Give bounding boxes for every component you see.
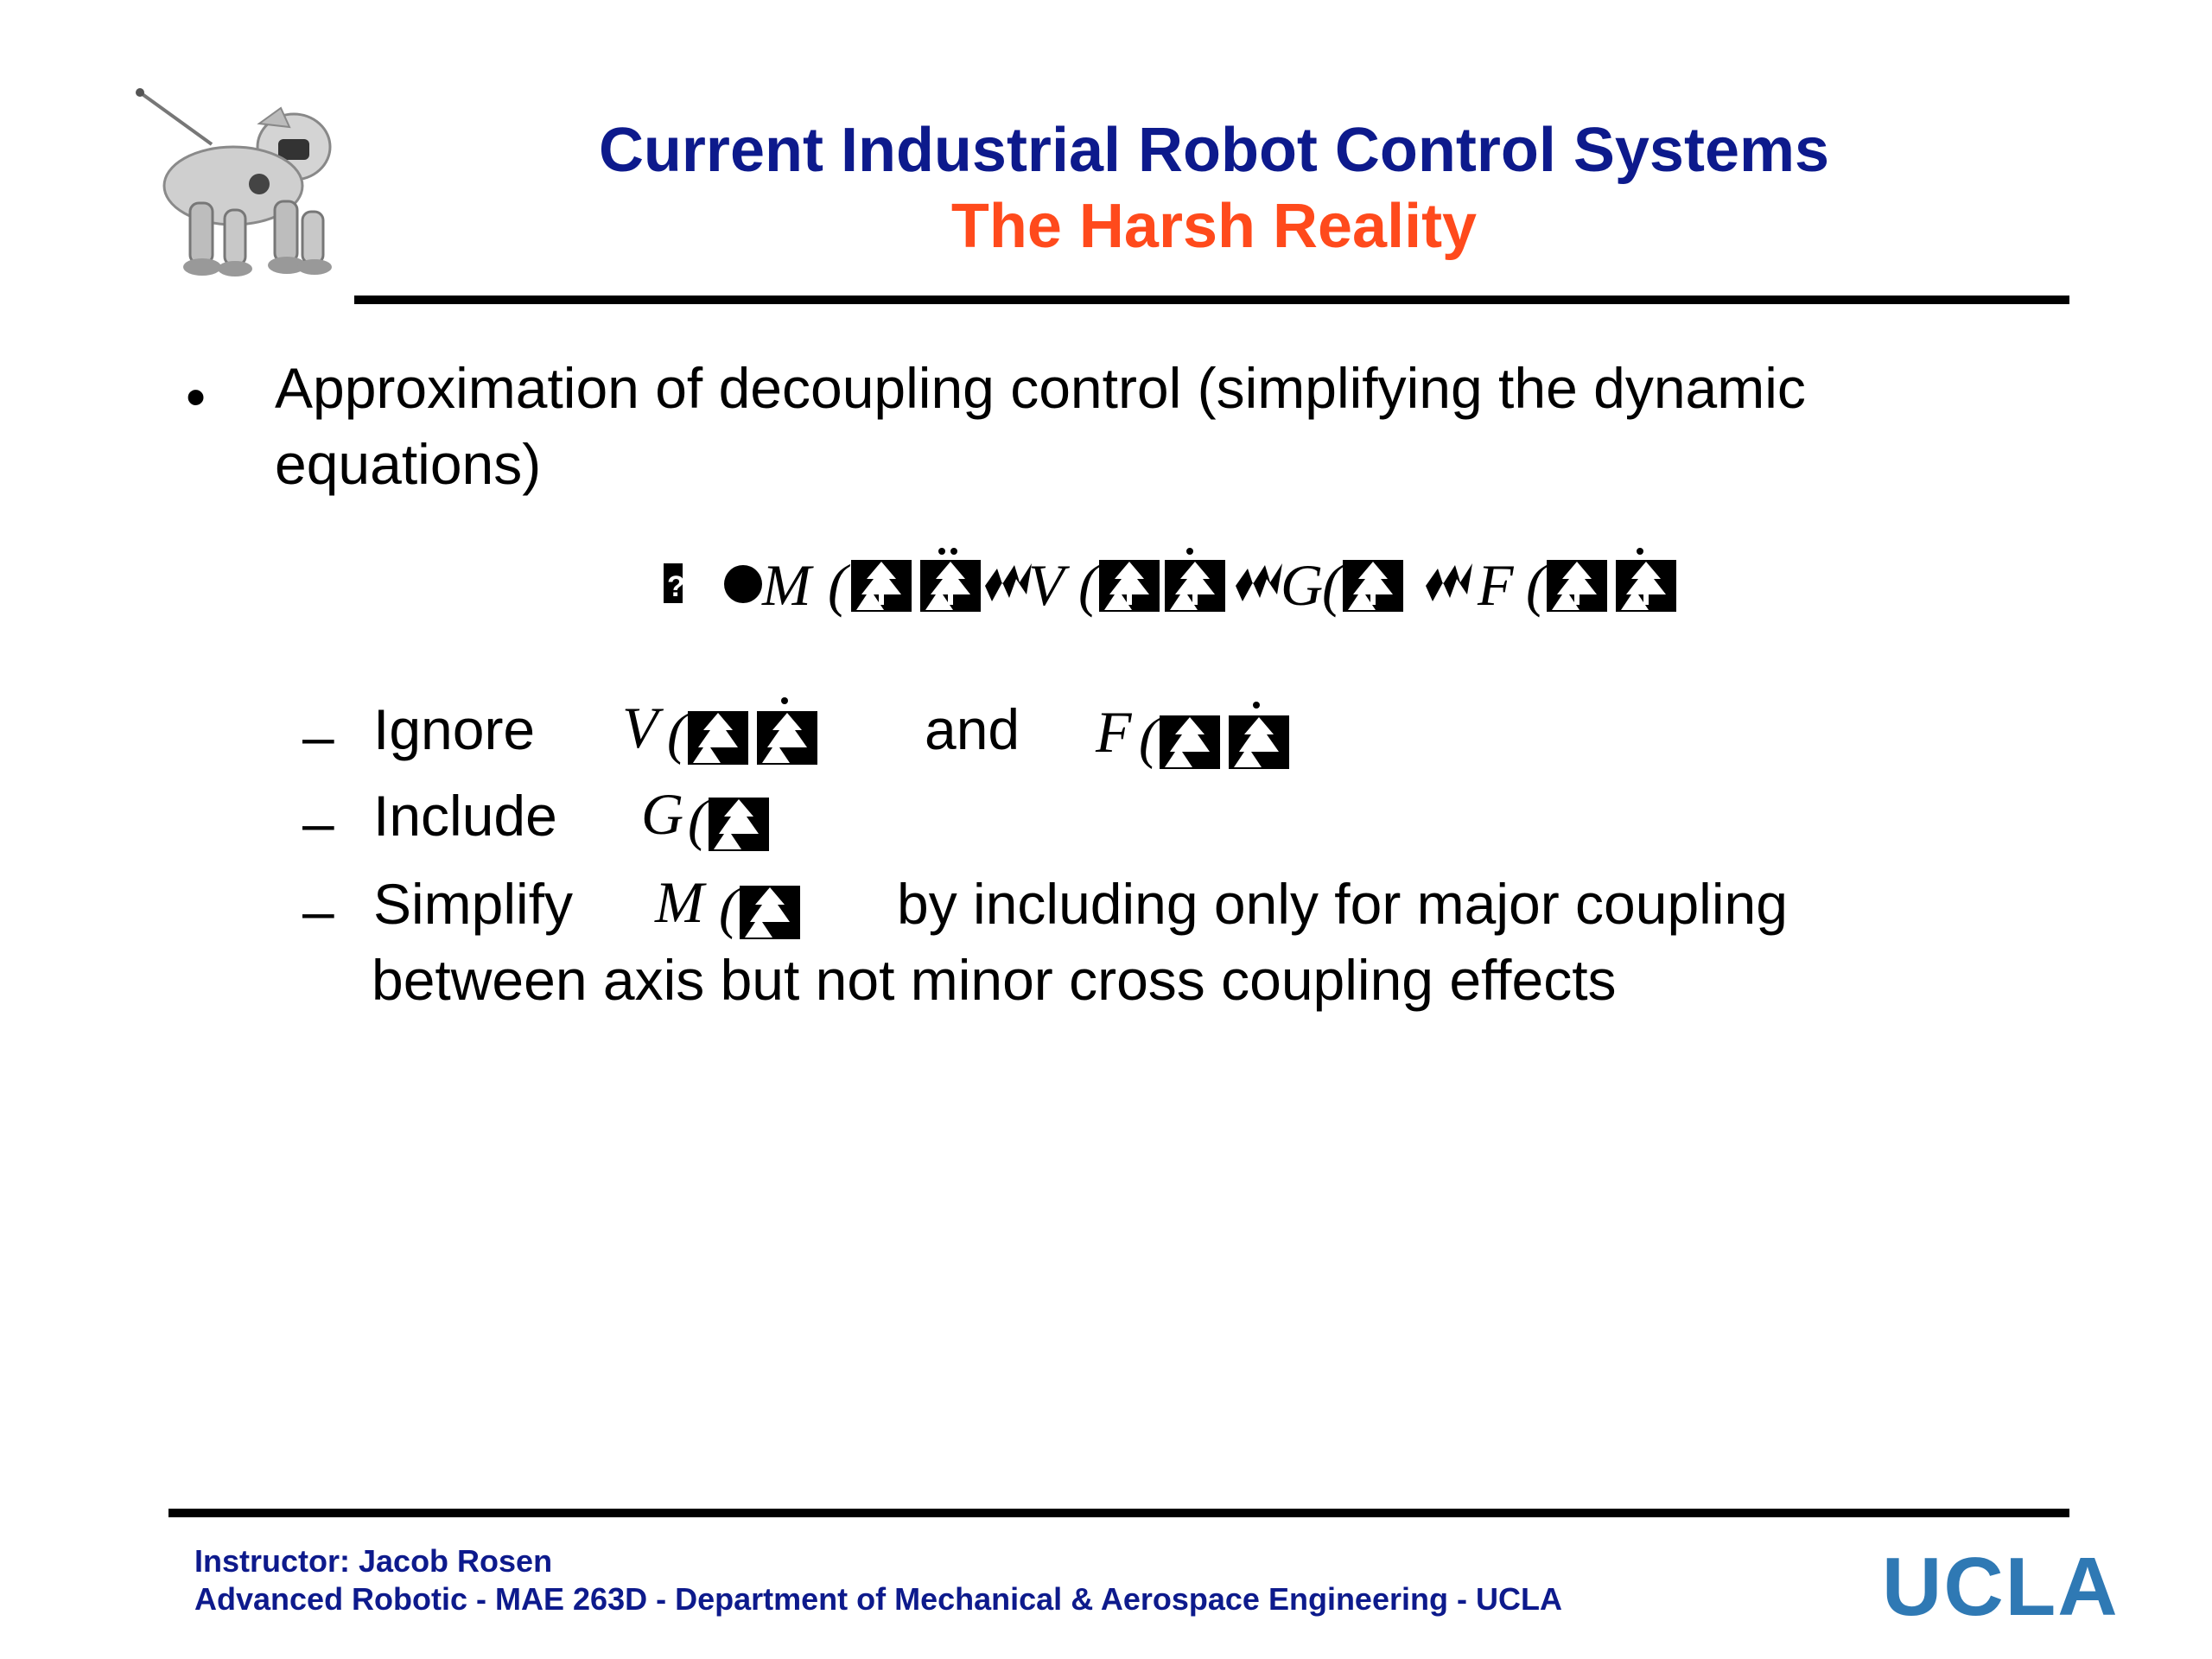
footer-instructor: Instructor: Jacob Rosen — [194, 1543, 553, 1579]
svg-text:(: ( — [1526, 552, 1549, 618]
svg-text:G: G — [1281, 552, 1323, 618]
svg-text:(: ( — [1139, 707, 1161, 770]
svg-text:(: ( — [1322, 552, 1345, 618]
header-divider — [354, 296, 2069, 304]
subitem-ignore-label: Ignore — [373, 697, 536, 761]
glyph-box: ( — [719, 877, 800, 940]
subitem-dash: – — [302, 791, 334, 855]
subitem-simplify-text-2: between axis but not minor cross couplin… — [372, 948, 1617, 1012]
footer-divider — [168, 1509, 2069, 1517]
svg-text:F: F — [1477, 552, 1515, 618]
eq-M: M — [761, 552, 814, 618]
svg-text:(: ( — [828, 552, 851, 618]
symbol-V: V — [622, 695, 658, 760]
svg-text:(: ( — [688, 789, 710, 852]
ucla-logo: UCLA — [1882, 1541, 2120, 1633]
symbol-F: F — [1096, 699, 1132, 765]
subitem-and-text: and — [925, 697, 1020, 761]
subitem-simplify-text-1: by including only for major coupling — [897, 872, 1788, 936]
glyph-boxes: ( — [667, 697, 817, 766]
subitem-dash: – — [302, 879, 334, 943]
symbol-M: M — [655, 869, 704, 935]
footer-course: Advanced Robotic - MAE 263D - Department… — [194, 1581, 1562, 1617]
svg-text:(: ( — [667, 702, 690, 766]
page-subtitle: The Harsh Reality — [950, 192, 1478, 261]
svg-text:(: ( — [719, 877, 741, 940]
subitem-include-label: Include — [373, 784, 557, 848]
symbol-G: G — [641, 781, 684, 847]
svg-text:?: ? — [667, 570, 685, 603]
dynamics-equation: ? M ( V ( G ( F ( — [664, 548, 1676, 618]
bullet-marker: • — [186, 365, 207, 429]
svg-text:(: ( — [1078, 552, 1102, 618]
subitem-dash: – — [302, 704, 334, 768]
subitem-simplify-label: Simplify — [373, 872, 574, 936]
title-block: Current Industrial Robot Control Systems… — [536, 112, 1892, 264]
glyph-boxes: ( — [1139, 702, 1289, 770]
page-title: Current Industrial Robot Control Systems — [598, 116, 1830, 185]
robot-dog-logo-icon — [136, 88, 332, 276]
svg-text:V: V — [1028, 552, 1071, 618]
glyph-box: ( — [688, 789, 769, 852]
bullet-text: Approximation of decoupling control (sim… — [275, 356, 1806, 496]
footer-credits: Instructor: Jacob Rosen Advanced Robotic… — [194, 1542, 1562, 1618]
